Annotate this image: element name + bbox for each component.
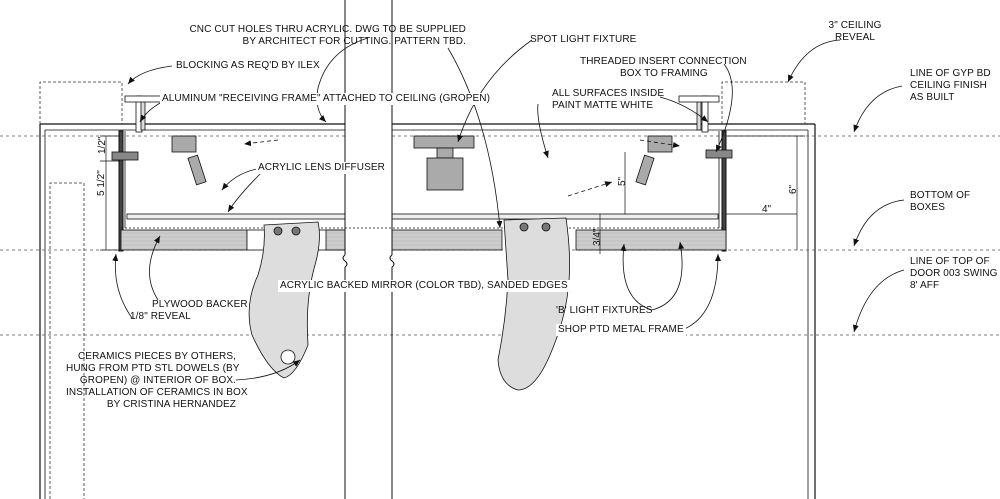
reference-lines (0, 135, 1000, 336)
note-reveal: 1/8" REVEAL (130, 311, 191, 322)
acrylic-lens (126, 213, 719, 220)
note-acrylic-mirror: ACRYLIC BACKED MIRROR (COLOR TBD), SANDE… (278, 280, 570, 292)
room-outline (39, 123, 816, 499)
dim-three-quarter: 3/4" (592, 228, 603, 246)
note-ceramics-3: GROPEN) @ INTERIOR OF BOX. (79, 375, 236, 386)
note-blocking: BLOCKING AS REQ'D BY ILEX (176, 60, 320, 71)
note-surfaces-1: ALL SURFACES INSIDE (552, 88, 665, 99)
note-cnc-line-2: BY ARCHITECT FOR CUTTING. PATTERN TBD. (242, 36, 466, 47)
note-all-surfaces: ALL SURFACES INSIDE PAINT MATTE WHITE (552, 88, 664, 112)
center-break (342, 0, 395, 499)
leader-lines (112, 37, 905, 381)
note-gyp-3: AS BUILT (910, 92, 955, 103)
note-ceramics: CERAMICS PIECES BY OTHERS, HUNG FROM PTD… (66, 351, 248, 411)
note-threaded-insert: THREADED INSERT CONNECTION BOX TO FRAMIN… (580, 56, 747, 80)
dim-five-in: 5" (617, 176, 628, 186)
dim-four-in: 4" (762, 204, 772, 215)
note-shop-metal-frame: SHOP PTD METAL FRAME (556, 324, 686, 336)
note-bottom-2: BOXES (910, 202, 945, 213)
note-door-3: 8' AFF (910, 280, 940, 291)
mirror-band (120, 227, 727, 251)
note-ceramics-4: INSTALLATION OF CERAMICS IN BOX (66, 387, 248, 398)
note-ceramics-2: HUNG FROM PTD STL DOWELS (BY (66, 363, 240, 374)
note-ceramics-5: BY CRISTINA HERNANDEZ (106, 399, 236, 410)
dim-six-in: 6" (788, 184, 799, 194)
note-threaded-1: THREADED INSERT CONNECTION (580, 56, 747, 67)
note-door-2: DOOR 003 SWING (910, 268, 998, 279)
note-ceiling-reveal-2: REVEAL (834, 32, 876, 43)
note-cnc-line-1: CNC CUT HOLES THRU ACRYLIC. DWG TO BE SU… (189, 24, 466, 35)
note-threaded-2: BOX TO FRAMING (620, 68, 708, 79)
dimension-lines (100, 135, 805, 254)
framing-dashed (39, 81, 806, 499)
note-ceiling-reveal-1: 3" CEILING (828, 20, 882, 31)
ceramic-pieces (248, 217, 570, 391)
dim-five-half: 5 1/2" (96, 170, 107, 196)
light-fixtures (171, 135, 673, 191)
note-cnc-holes: CNC CUT HOLES THRU ACRYLIC. DWG TO BE SU… (150, 24, 466, 48)
note-surfaces-2: PAINT MATTE WHITE (552, 100, 654, 111)
note-bottom-of-boxes: BOTTOM OF BOXES (910, 190, 970, 214)
note-spot-light: SPOT LIGHT FIXTURE (530, 34, 637, 45)
note-acrylic-lens: ACRYLIC LENS DIFFUSER (256, 162, 387, 174)
note-door-swing: LINE OF TOP OF DOOR 003 SWING 8' AFF (910, 256, 998, 292)
note-gyp-board: LINE OF GYP BD CEILING FINISH AS BUILT (910, 68, 991, 104)
note-bottom-1: BOTTOM OF (910, 190, 971, 201)
note-ceiling-reveal: 3" CEILING REVEAL (826, 20, 884, 44)
note-door-1: LINE OF TOP OF (910, 256, 990, 267)
note-plywood-backer: PLYWOOD BACKER (152, 299, 248, 310)
note-gyp-1: LINE OF GYP BD (910, 68, 991, 79)
note-ceramics-1: CERAMICS PIECES BY OTHERS, (77, 351, 236, 362)
note-gyp-2: CEILING FINISH (910, 80, 987, 91)
note-aluminum-frame: ALUMINUM "RECEIVING FRAME" ATTACHED TO C… (160, 93, 493, 105)
note-b-light-fixtures: 'B' LIGHT FIXTURES (556, 305, 653, 316)
dim-half-inch: 1/2" (97, 136, 108, 154)
